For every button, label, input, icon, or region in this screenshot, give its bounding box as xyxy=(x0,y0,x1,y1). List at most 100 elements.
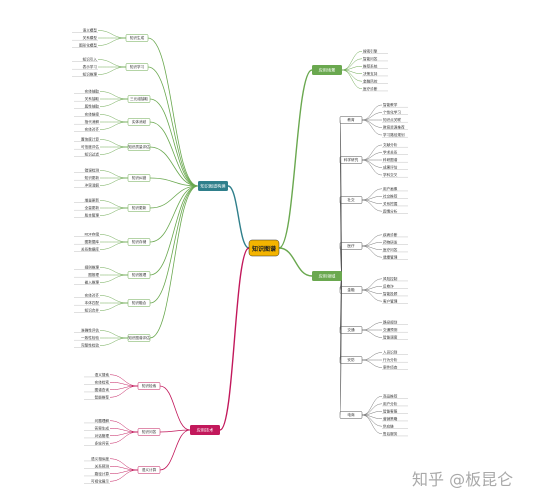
leaf-node[interactable]: 交通预测 xyxy=(382,327,408,333)
leaf-node[interactable]: 表示学习 xyxy=(72,64,98,70)
leaf-node[interactable]: 智能调度 xyxy=(382,335,408,340)
leaf-node[interactable]: 关系挖掘 xyxy=(382,201,408,207)
leaf-node[interactable]: 舆情分析 xyxy=(382,208,408,214)
leaf-node[interactable]: 学科交叉 xyxy=(382,172,408,178)
leaf-node[interactable]: 路径计算 xyxy=(84,471,110,477)
leaf-node[interactable]: 客户管理 xyxy=(382,298,408,304)
leaf-node[interactable]: 对话管理 xyxy=(84,433,110,439)
leaf-node[interactable]: 决策支持 xyxy=(362,71,388,77)
leaf-node[interactable]: 搜索引擎 xyxy=(362,48,388,54)
leaf-node[interactable]: 知识过滤 xyxy=(74,152,100,157)
leaf-node[interactable]: 实体检索 xyxy=(84,379,110,385)
leaf-node[interactable]: 错误检测 xyxy=(74,168,100,173)
group-keval[interactable]: 知识图谱评估 xyxy=(127,334,151,342)
group-f1[interactable]: 教育 xyxy=(339,116,363,124)
leaf-node[interactable]: 反欺诈 xyxy=(382,283,408,289)
leaf-node[interactable]: 关系预测 xyxy=(84,463,110,469)
leaf-node[interactable]: 规则推理 xyxy=(74,265,100,270)
leaf-node[interactable]: 答案生成 xyxy=(84,425,110,431)
leaf-node[interactable]: 智能客服 xyxy=(382,408,408,414)
leaf-node[interactable]: 推荐系统 xyxy=(362,63,388,69)
group-kqual[interactable]: 知识质量评估 xyxy=(127,143,151,151)
group-t3[interactable]: 语义计算 xyxy=(137,466,161,474)
leaf-node[interactable]: RDF存储 xyxy=(74,232,100,237)
group-klearn[interactable]: 知识学习 xyxy=(125,63,149,71)
leaf-node[interactable]: 学术关系 xyxy=(382,150,408,155)
leaf-node[interactable]: 知识合并 xyxy=(74,308,100,313)
group-f5[interactable]: 金融 xyxy=(339,286,363,294)
leaf-node[interactable]: 风险控制 xyxy=(382,276,408,282)
group-t2[interactable]: 知识问答 xyxy=(137,428,161,436)
group-f6[interactable]: 交通 xyxy=(339,326,363,334)
leaf-node[interactable]: 医疗问答 xyxy=(382,247,408,253)
leaf-node[interactable]: 指代消解 xyxy=(74,119,100,125)
leaf-node[interactable]: 文献分析 xyxy=(382,142,408,148)
leaf-node[interactable]: 售后服务 xyxy=(382,431,408,437)
group-f4[interactable]: 医疗 xyxy=(339,242,363,250)
leaf-node[interactable]: 可信度评估 xyxy=(74,144,100,150)
leaf-node[interactable]: 版本管理 xyxy=(74,213,100,218)
leaf-node[interactable]: 图数据库 xyxy=(74,239,100,245)
leaf-node[interactable]: 健康管理 xyxy=(382,254,408,260)
leaf-node[interactable]: 知识引入 xyxy=(72,57,98,62)
leaf-node[interactable]: 用户画像 xyxy=(382,186,408,192)
group-kgen[interactable]: 知识生成 xyxy=(125,34,149,42)
leaf-node[interactable]: 全量更新 xyxy=(74,205,100,211)
leaf-node[interactable]: 属性抽取 xyxy=(74,104,100,109)
leaf-node[interactable]: 语义模型 xyxy=(72,28,98,33)
leaf-node[interactable]: 实体对齐 xyxy=(74,127,100,132)
center-node[interactable]: 知识图谱 xyxy=(248,239,280,257)
leaf-node[interactable]: 学习路径规划 xyxy=(382,132,408,138)
leaf-node[interactable]: 疾病诊断 xyxy=(382,232,408,238)
leaf-node[interactable]: 增量更新 xyxy=(74,198,100,203)
group-t1[interactable]: 知识检索 xyxy=(137,382,161,390)
branch-scene[interactable]: 应用场景 xyxy=(312,65,342,75)
group-kapp[interactable]: 知识推理 xyxy=(127,271,151,279)
group-kex[interactable]: 三元组抽取 xyxy=(127,95,151,103)
leaf-node[interactable]: 关系数据库 xyxy=(74,247,100,252)
leaf-node[interactable]: 实体抽取 xyxy=(74,89,100,94)
group-kfuse[interactable]: 实体消歧 xyxy=(127,118,151,126)
leaf-node[interactable]: 图形化模型 xyxy=(72,43,98,48)
leaf-node[interactable]: 用户分析 xyxy=(382,401,408,407)
leaf-node[interactable]: 准确性评估 xyxy=(74,328,100,333)
branch-construct[interactable]: 知识图谱构建 xyxy=(198,181,228,191)
leaf-node[interactable]: 药物研发 xyxy=(382,239,408,245)
leaf-node[interactable]: 医疗诊断 xyxy=(362,86,388,92)
leaf-node[interactable]: 问题理解 xyxy=(84,418,110,424)
leaf-node[interactable]: 实体对齐 xyxy=(74,293,100,298)
leaf-node[interactable]: 人员识别 xyxy=(382,350,408,355)
group-kview[interactable]: 知识融合 xyxy=(127,299,151,307)
leaf-node[interactable]: 金融风控 xyxy=(362,78,388,84)
group-f7[interactable]: 安防 xyxy=(339,356,363,364)
leaf-node[interactable]: 图推理 xyxy=(74,272,100,278)
leaf-node[interactable]: 路径规划 xyxy=(382,320,408,325)
group-f8[interactable]: 电商 xyxy=(339,411,363,419)
leaf-node[interactable]: 供应链 xyxy=(382,423,408,429)
leaf-node[interactable]: 一致性检验 xyxy=(74,335,100,341)
leaf-node[interactable]: 智能推荐 xyxy=(84,394,110,400)
group-f3[interactable]: 社交 xyxy=(339,196,363,204)
leaf-node[interactable]: 语义搜索 xyxy=(84,372,110,378)
leaf-node[interactable]: 智能问答 xyxy=(362,56,388,62)
group-kcorr[interactable]: 知识纠错 xyxy=(127,174,151,182)
leaf-node[interactable]: 个性化学习 xyxy=(382,110,408,115)
leaf-node[interactable]: 知识推理 xyxy=(72,72,98,77)
leaf-node[interactable]: 语义相似度 xyxy=(84,456,110,462)
leaf-node[interactable]: 知识点关联 xyxy=(382,117,408,123)
leaf-node[interactable]: 社交推荐 xyxy=(382,193,408,199)
leaf-node[interactable]: 冲突消解 xyxy=(74,183,100,188)
leaf-node[interactable]: 实体链接 xyxy=(74,112,100,117)
leaf-node[interactable]: 成果评估 xyxy=(382,165,408,170)
leaf-node[interactable]: 教育资源推荐 xyxy=(382,125,408,130)
leaf-node[interactable]: 多轮问答 xyxy=(84,440,110,446)
leaf-node[interactable]: 完整性检验 xyxy=(74,343,100,348)
leaf-node[interactable]: 本体匹配 xyxy=(74,300,100,306)
group-kupd[interactable]: 知识更新 xyxy=(127,204,151,212)
branch-tech[interactable]: 应用技术 xyxy=(190,425,220,435)
leaf-node[interactable]: 置信度计算 xyxy=(74,137,100,142)
leaf-node[interactable]: 营销策略 xyxy=(382,416,408,422)
leaf-node[interactable]: 可视化展示 xyxy=(84,478,110,484)
leaf-node[interactable]: 图谱查询 xyxy=(84,387,110,393)
leaf-node[interactable]: 关系抽取 xyxy=(74,96,100,102)
